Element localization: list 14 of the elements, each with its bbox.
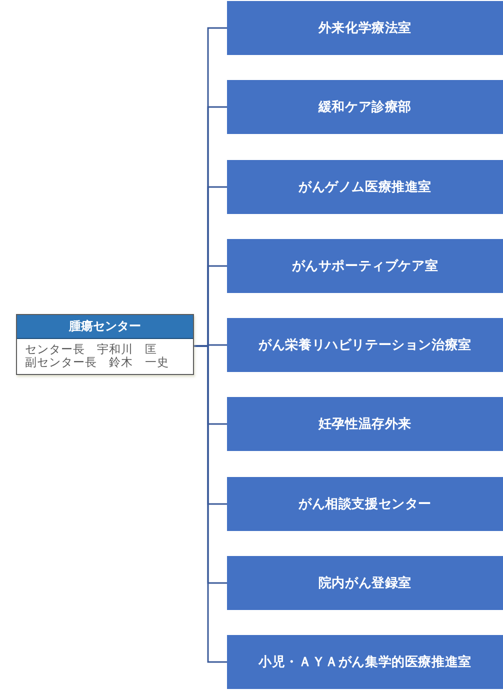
staff-name: 副センター長 鈴木 一史 [24, 356, 170, 369]
department-box: 外来化学療法室 [227, 1, 503, 55]
department-box: がんサポーティブケア室 [227, 239, 503, 293]
title-bar: 腫瘍センター [17, 315, 193, 339]
department-box: がんゲノム医療推進室 [227, 160, 503, 214]
department-box: 妊孕性温存外来 [227, 397, 503, 451]
department-box: 院内がん登録室 [227, 556, 503, 610]
department-box: がん相談支援センター [227, 477, 503, 531]
department-box: 小児・ＡＹＡがん集学的医療推進室 [227, 635, 503, 689]
org-unit-card [16, 314, 194, 375]
department-box: がん栄養リハビリテーション治療室 [227, 318, 503, 372]
connector-line [194, 345, 227, 663]
staff-name: センター長 宇和川 匡 [24, 343, 158, 356]
department-box: 緩和ケア診療部 [227, 80, 503, 134]
